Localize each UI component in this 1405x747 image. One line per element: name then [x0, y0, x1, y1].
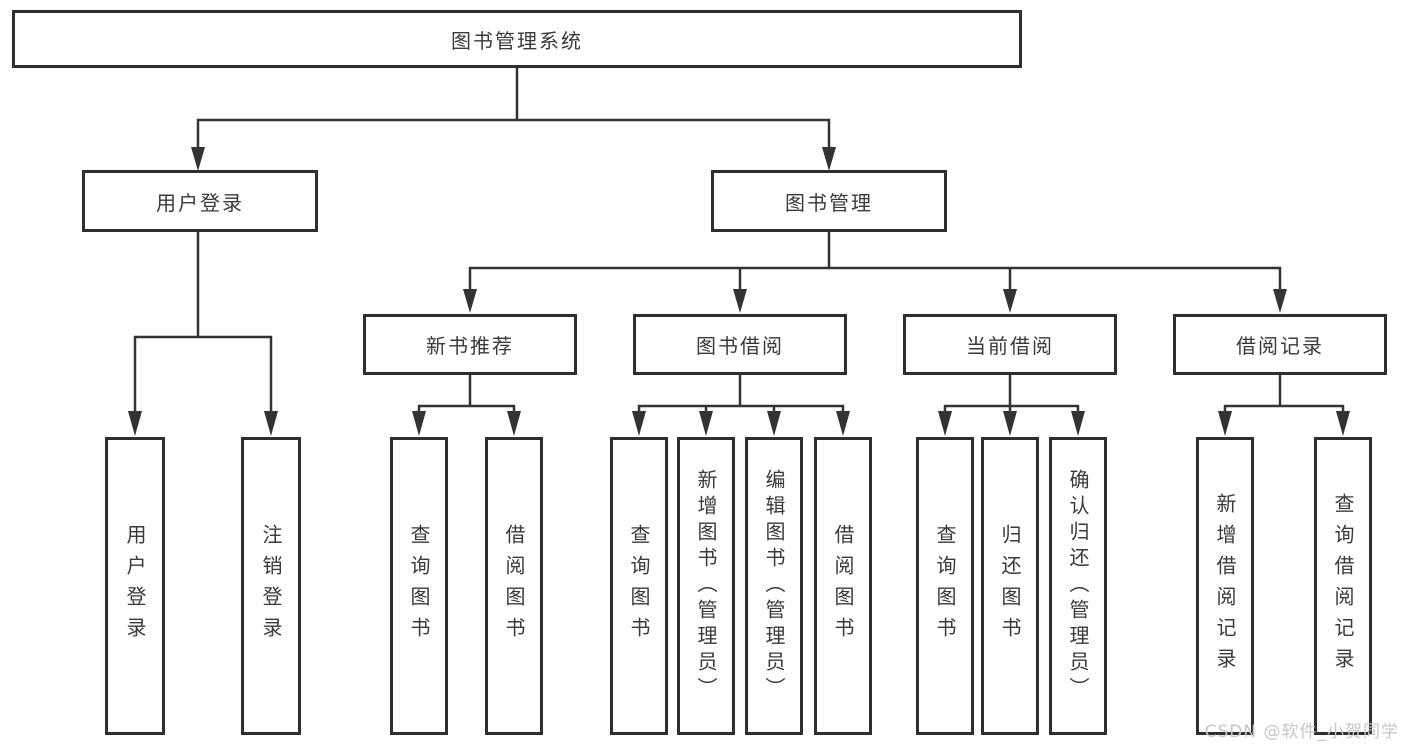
node-leaf-confirm-return-admin-label: 确认归还（管理员）: [1066, 469, 1090, 703]
node-user-login: 用户登录: [82, 170, 318, 232]
node-leaf-recommend-borrow-books-label: 借阅图书: [502, 524, 526, 648]
node-user-login-label: 用户登录: [156, 190, 244, 215]
node-root-label: 图书管理系统: [451, 28, 583, 53]
node-leaf-edit-books-admin-label: 编辑图书（管理员）: [762, 469, 786, 703]
node-leaf-recommend-search-books: 查询图书: [390, 437, 448, 735]
node-leaf-edit-books-admin: 编辑图书（管理员）: [745, 437, 803, 735]
node-current-borrowing: 当前借阅: [903, 314, 1117, 375]
node-leaf-search-borrow-record: 查询借阅记录: [1314, 437, 1372, 735]
node-leaf-user-login-label: 用户登录: [123, 524, 147, 648]
node-book-management-label: 图书管理: [785, 190, 873, 215]
node-leaf-add-books-admin: 新增图书（管理员）: [677, 437, 735, 735]
node-leaf-logout-label: 注销登录: [259, 524, 283, 648]
node-borrowing-records: 借阅记录: [1173, 314, 1387, 375]
node-leaf-current-search-books: 查询图书: [916, 437, 974, 735]
node-borrowing-records-label: 借阅记录: [1236, 334, 1324, 358]
node-new-book-recommendation: 新书推荐: [363, 314, 577, 375]
node-leaf-logout: 注销登录: [241, 437, 301, 735]
node-leaf-user-login: 用户登录: [105, 437, 165, 735]
node-new-book-recommendation-label: 新书推荐: [426, 334, 514, 358]
node-leaf-borrow-books-label: 借阅图书: [831, 524, 855, 648]
node-leaf-return-books: 归还图书: [981, 437, 1039, 735]
node-book-borrowing-label: 图书借阅: [696, 334, 784, 358]
arrowheads: [128, 147, 1350, 436]
node-leaf-borrow-search-books: 查询图书: [610, 437, 668, 735]
node-leaf-add-borrow-record: 新增借阅记录: [1196, 437, 1254, 735]
node-leaf-return-books-label: 归还图书: [998, 524, 1022, 648]
node-leaf-borrow-search-books-label: 查询图书: [627, 524, 651, 648]
node-book-management: 图书管理: [711, 170, 947, 232]
node-leaf-search-borrow-record-label: 查询借阅记录: [1331, 493, 1355, 679]
watermark: CSDN @软件_小贺同学: [1204, 722, 1399, 742]
node-book-borrowing: 图书借阅: [633, 314, 847, 375]
node-leaf-add-books-admin-label: 新增图书（管理员）: [694, 469, 718, 703]
node-leaf-current-search-books-label: 查询图书: [933, 524, 957, 648]
node-leaf-borrow-books: 借阅图书: [814, 437, 872, 735]
node-root: 图书管理系统: [12, 10, 1022, 68]
node-leaf-recommend-search-books-label: 查询图书: [407, 524, 431, 648]
node-leaf-confirm-return-admin: 确认归还（管理员）: [1049, 437, 1107, 735]
node-leaf-add-borrow-record-label: 新增借阅记录: [1213, 493, 1237, 679]
node-current-borrowing-label: 当前借阅: [966, 334, 1054, 358]
node-leaf-recommend-borrow-books: 借阅图书: [485, 437, 543, 735]
